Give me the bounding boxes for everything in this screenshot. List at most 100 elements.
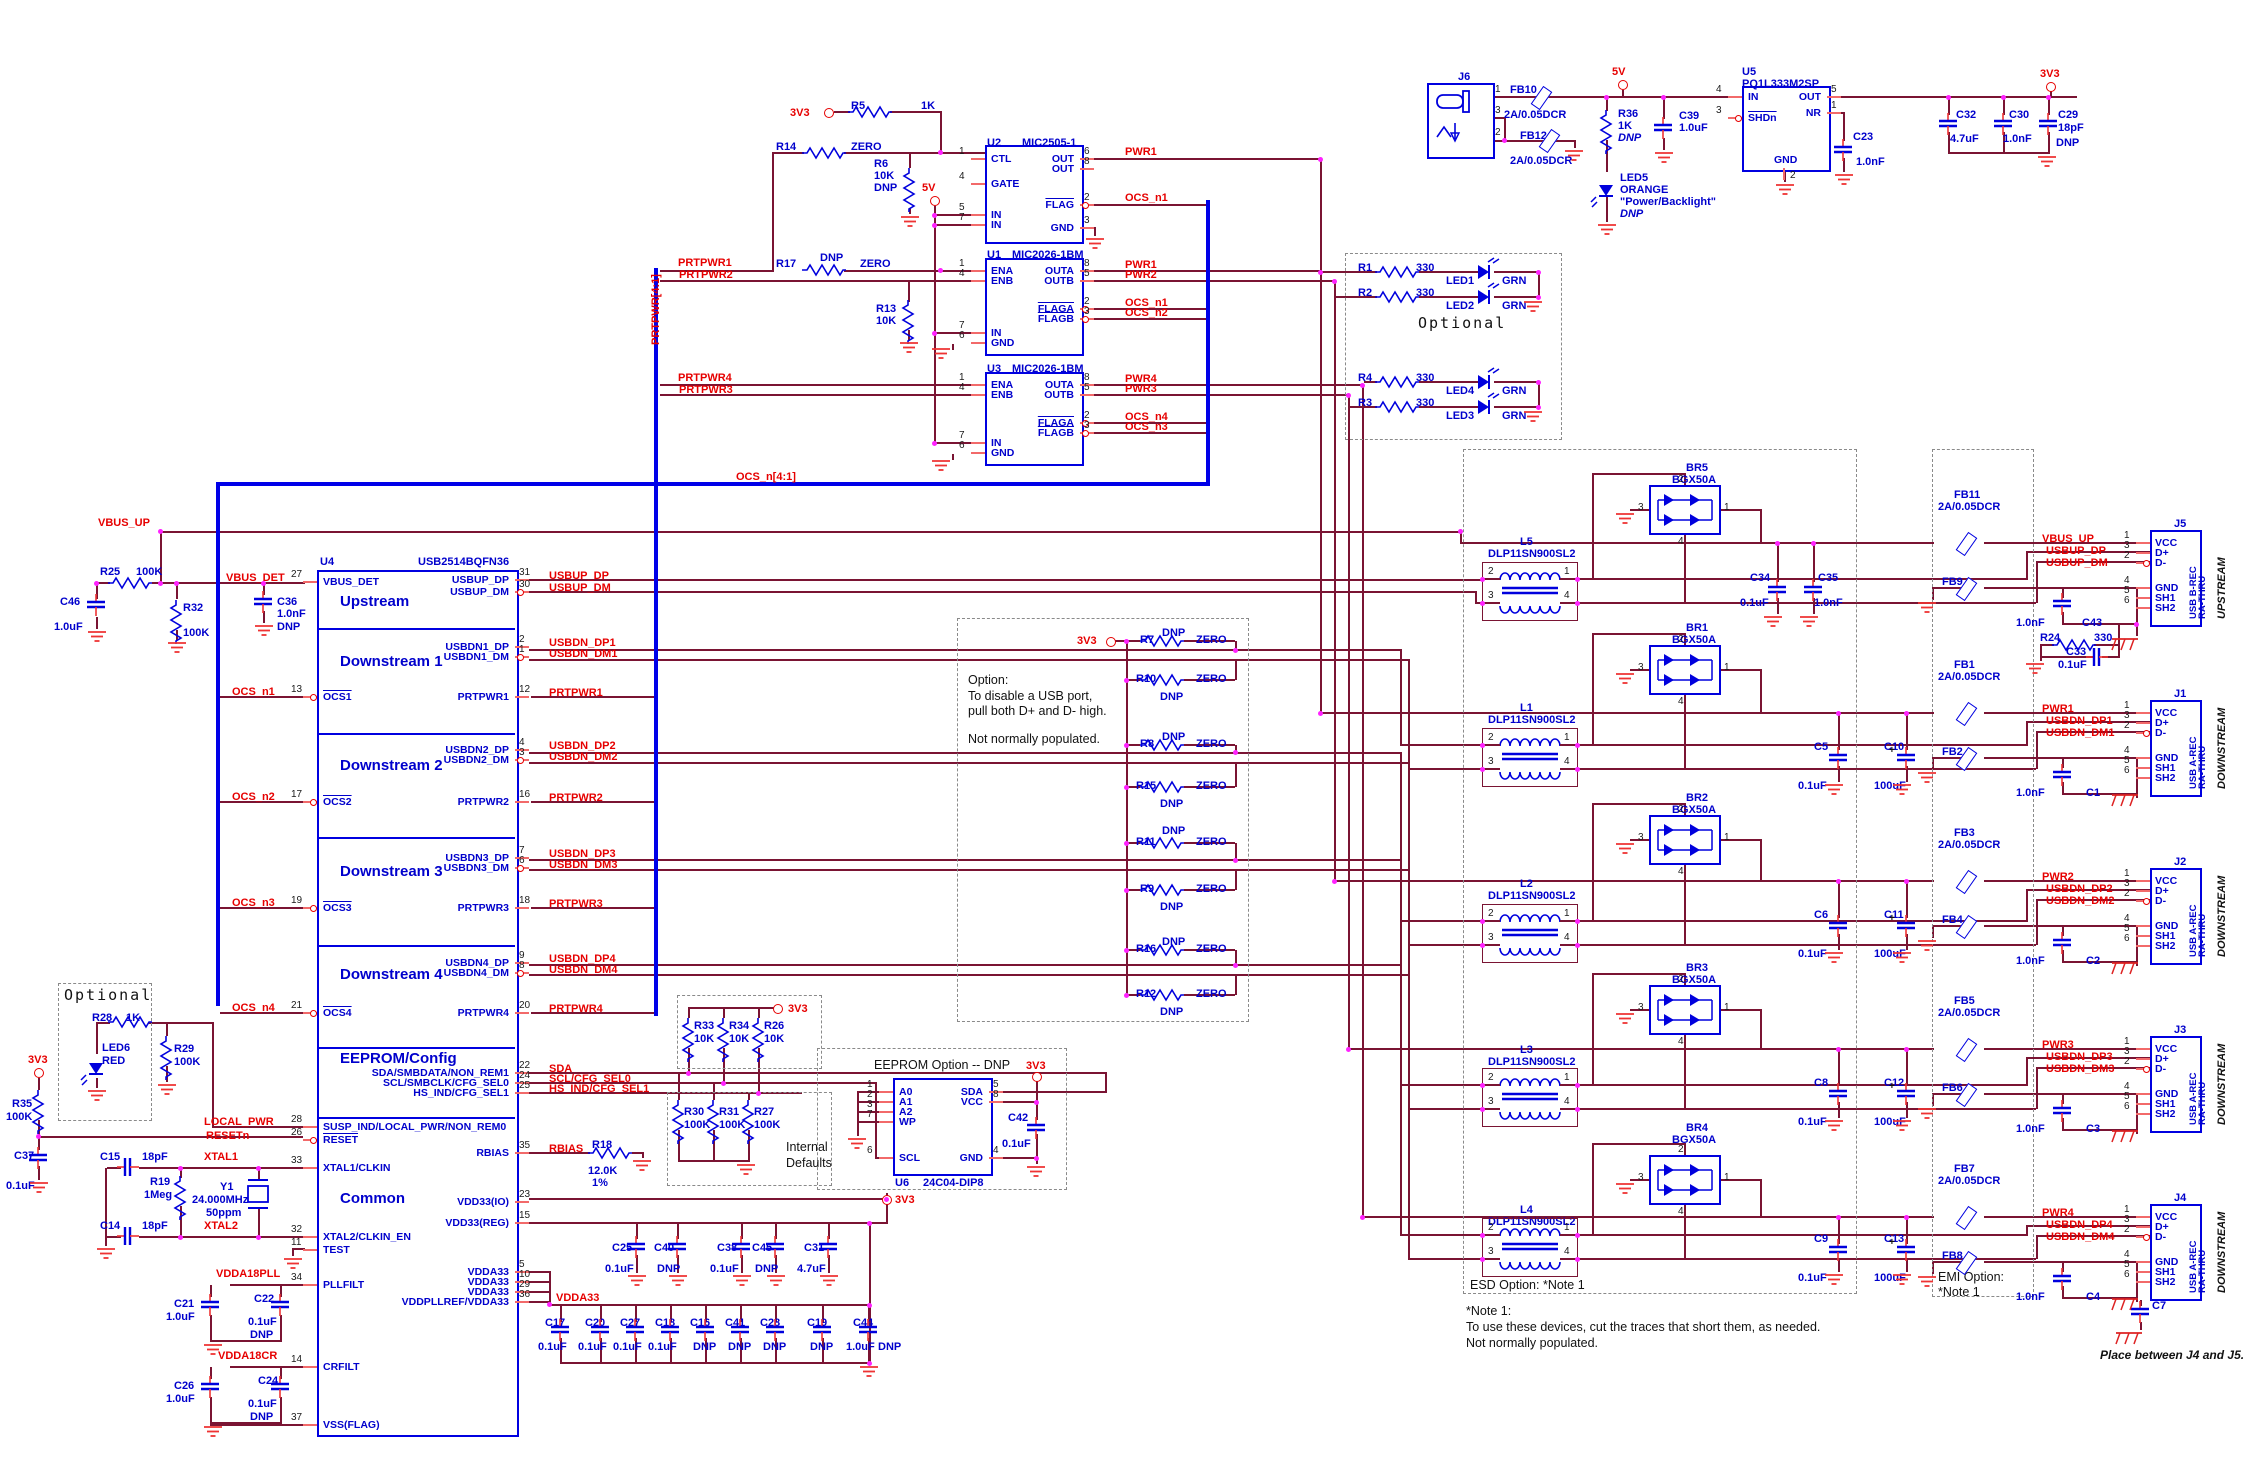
label-ocsn2: OCS_n2 xyxy=(232,791,275,803)
choke-coils-L5 xyxy=(1499,572,1561,614)
label-led3: LED3 xyxy=(1446,410,1475,422)
svg-text:+: + xyxy=(1889,913,1895,924)
resistor-R25 xyxy=(108,576,152,590)
capacitor-C25 xyxy=(627,1236,645,1258)
pin-number: 3 xyxy=(1638,832,1644,843)
pin-U3-GND: GND xyxy=(991,447,1015,459)
active-low-pin-circle xyxy=(2143,560,2150,567)
wire xyxy=(1684,974,1686,986)
wire xyxy=(600,1305,602,1322)
wire xyxy=(828,1223,830,1239)
label-br3: BR3 xyxy=(1686,962,1709,974)
pin-U4-PLLFILT: PLLFILT xyxy=(323,1279,365,1291)
pin-number: 1 xyxy=(1564,732,1570,743)
connector-ref-J4: J4 xyxy=(2174,1192,2187,1204)
wire xyxy=(1560,1258,1578,1260)
pin-U4-USBDN2_DP: USBDN2_DP xyxy=(445,744,509,756)
label-prtpwr4: PRTPWR4 xyxy=(549,1003,603,1015)
capacitor-C36 xyxy=(254,591,272,613)
label-c14: C14 xyxy=(100,1220,121,1232)
pin-stub xyxy=(2136,935,2150,937)
pin-stub xyxy=(515,749,529,751)
ic-part-U2: MIC2505-1 xyxy=(1022,137,1077,149)
pin-number: 3 xyxy=(1638,1002,1644,1013)
label-optional: Optional xyxy=(1418,314,1507,332)
pin-number: 9 xyxy=(519,950,525,961)
wire xyxy=(2136,1262,2138,1298)
pin-number: 3 xyxy=(519,747,525,758)
junction-dot xyxy=(1124,948,1129,953)
active-low-pin-circle xyxy=(2143,1234,2150,1241)
label-r8: R8 xyxy=(1140,738,1155,750)
wire xyxy=(529,762,1410,764)
led-LED1 xyxy=(1478,257,1500,279)
pin-J1-GND: GND xyxy=(2155,752,2179,764)
wire xyxy=(1419,406,1480,408)
pin-stub xyxy=(1080,384,1094,386)
wire xyxy=(1560,944,1578,946)
wire xyxy=(529,1281,551,1283)
junction-dot xyxy=(1124,785,1129,790)
wire xyxy=(632,1152,642,1154)
resistor-R33 xyxy=(681,1018,695,1062)
bus-wire xyxy=(216,482,220,1006)
label-zero: ZERO xyxy=(1196,836,1227,848)
wire xyxy=(230,1167,305,1169)
connector-mount-J4: RA-THRU xyxy=(2197,1249,2208,1293)
junction-dot xyxy=(1480,1233,1485,1238)
wire xyxy=(2118,624,2120,657)
label-usbdndm1: USBDN_DM1 xyxy=(549,648,618,660)
wire xyxy=(1560,578,1578,580)
label-zero: ZERO xyxy=(1196,780,1227,792)
ic-section-divider xyxy=(317,837,515,839)
resistor-R4 xyxy=(1375,375,1419,389)
pin-stub xyxy=(2136,1048,2150,1050)
capacitor-C13: + xyxy=(1889,1237,1915,1261)
pin-J2-D-: D- xyxy=(2155,895,2167,907)
pin-stub xyxy=(515,1092,529,1094)
wire xyxy=(139,1236,232,1238)
pin-number: 3 xyxy=(1716,105,1722,116)
pin-J3-D-: D- xyxy=(2155,1063,2167,1075)
wire xyxy=(176,583,178,599)
capacitor-C42 xyxy=(1027,1117,1045,1139)
pin-stub xyxy=(2136,777,2150,779)
label-ocsn3: OCS_n3 xyxy=(1125,421,1168,433)
capacitor-C19 xyxy=(813,1319,831,1341)
wire xyxy=(1630,1179,1652,1181)
junction-dot xyxy=(1124,888,1129,893)
wire xyxy=(844,270,942,272)
ic-section-upstream: Upstream xyxy=(340,593,410,610)
capacitor-C27 xyxy=(626,1319,644,1341)
wire xyxy=(220,907,303,909)
label-10uf: 1.0uF xyxy=(846,1341,875,1353)
wire xyxy=(2062,950,2064,962)
ic-section-eeprom/config: EEPROM/Config xyxy=(340,1050,457,1067)
label-dnp: DNP xyxy=(1160,1006,1184,1018)
label-bgx50a: BGX50A xyxy=(1672,974,1717,986)
pin-J1-VCC: VCC xyxy=(2155,707,2178,719)
pin-number: 13 xyxy=(291,684,303,695)
label-c34: C34 xyxy=(1750,572,1771,584)
label-fb3: FB3 xyxy=(1954,827,1975,839)
wire xyxy=(1838,882,1840,918)
label-led6: LED6 xyxy=(102,1042,131,1054)
choke-coils-L1 xyxy=(1499,738,1561,780)
resistor-R32 xyxy=(169,600,183,644)
wire xyxy=(258,1208,260,1238)
junction-dot xyxy=(1480,601,1485,606)
resistor-R19 xyxy=(173,1176,187,1220)
resistor-R3 xyxy=(1375,400,1419,414)
pin-stub xyxy=(971,452,985,454)
pin-stub xyxy=(971,342,985,344)
ground-symbol xyxy=(900,342,918,353)
ground-symbol xyxy=(2038,156,2056,167)
wire xyxy=(230,1366,305,1368)
ground-symbol xyxy=(1825,1274,1843,1285)
pin-stub xyxy=(303,1236,317,1238)
pin-number: 4 xyxy=(1678,1036,1684,1047)
wire xyxy=(857,1091,893,1093)
wire xyxy=(1126,994,1140,996)
label-10uf: 1.0uF xyxy=(1679,122,1708,134)
label-l3: L3 xyxy=(1520,1044,1533,1056)
